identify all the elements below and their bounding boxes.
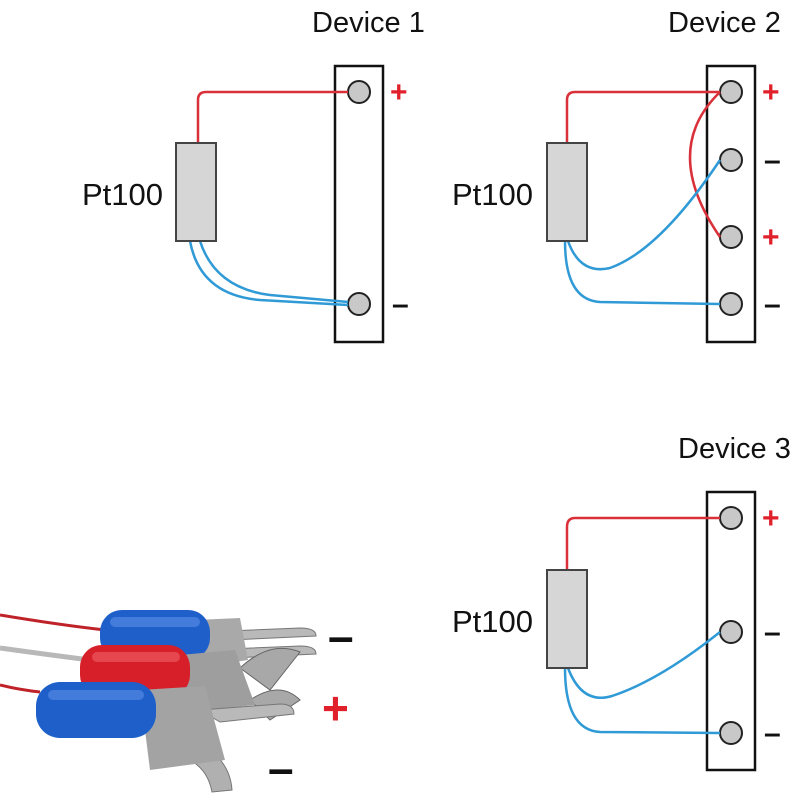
photo-silver-wire	[0, 645, 91, 663]
device-1-minus-sign: –	[392, 288, 409, 321]
device-2-blue-wire-b	[563, 240, 721, 306]
photo-connector-bottom	[36, 682, 295, 793]
device-2: Device 2 Pt100 + – + –	[452, 7, 781, 344]
device-2-plus-sign-1: +	[762, 76, 780, 109]
device-3-sensor	[546, 569, 588, 669]
device-2-title: Device 2	[668, 7, 781, 39]
device-1-blue-wire-a	[188, 240, 349, 307]
connector-photo: – + –	[0, 610, 354, 794]
photo-plus-sign: +	[322, 682, 349, 734]
photo-red-wire-2	[0, 683, 41, 694]
device-2-sensor-label: Pt100	[452, 177, 533, 212]
device-2-terminal-1	[719, 80, 743, 104]
device-3-terminal-minus-1	[719, 620, 743, 644]
device-2-minus-sign-1: –	[764, 144, 781, 177]
device-1-red-wire	[196, 90, 348, 143]
device-3-terminal-minus-2	[719, 721, 743, 745]
device-2-terminal-3	[719, 225, 743, 249]
photo-red-wire	[0, 613, 106, 632]
device-3-minus-sign-2: –	[764, 717, 781, 750]
device-1-terminal-plus	[347, 80, 371, 104]
device-2-terminal-2	[719, 148, 743, 172]
device-3-minus-sign-1: –	[764, 616, 781, 649]
device-3-sensor-label: Pt100	[452, 604, 533, 639]
device-2-plus-sign-2: +	[762, 221, 780, 254]
device-3-plus-sign: +	[762, 502, 780, 535]
device-1-sensor-label: Pt100	[82, 177, 163, 212]
device-2-minus-sign-2: –	[764, 288, 781, 321]
device-2-sensor	[546, 142, 588, 242]
device-3: Device 3 Pt100 + – –	[452, 433, 791, 772]
device-1-title: Device 1	[312, 7, 425, 39]
device-2-red-jumper	[688, 91, 722, 238]
photo-minus-sign-top: –	[328, 610, 354, 662]
device-3-blue-wire-b	[563, 667, 721, 735]
device-3-terminal-plus	[719, 506, 743, 530]
device-1-terminal-minus	[347, 292, 371, 316]
photo-minus-sign-bottom: –	[268, 742, 294, 794]
device-2-terminal-4	[719, 292, 743, 316]
device-3-title: Device 3	[678, 433, 791, 465]
device-1-plus-sign: +	[390, 76, 408, 109]
device-1-blue-wire-b	[198, 240, 349, 304]
device-1-sensor	[175, 142, 217, 242]
device-3-red-wire	[565, 516, 720, 570]
device-1: Device 1 Pt100 + –	[82, 7, 425, 344]
device-2-red-wire	[565, 90, 720, 143]
device-2-blue-wire-a	[566, 159, 722, 271]
device-3-blue-wire-a	[566, 631, 721, 699]
